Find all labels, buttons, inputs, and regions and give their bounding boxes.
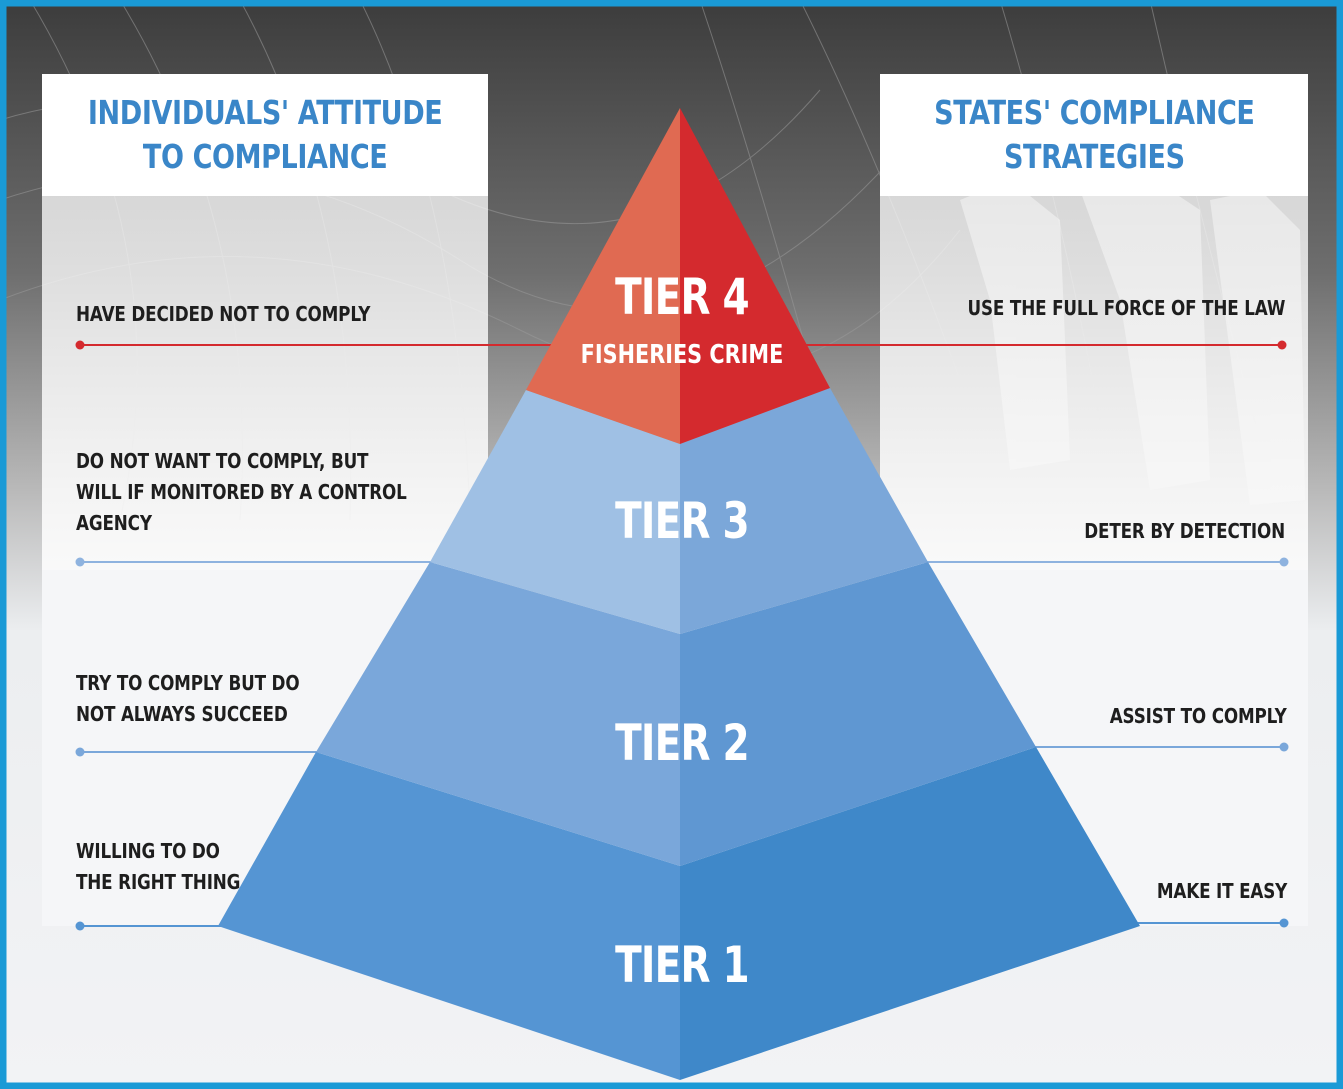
tier3-right-dot [1279,557,1289,567]
tier4-connector [75,340,1287,350]
tier2-connector [75,742,1289,757]
tier1-right-dot [1279,918,1289,928]
tier3-left-dot [75,557,85,567]
tier2-right-dot [1279,742,1289,752]
tier4-subtitle: FISHERIES CRIME [580,340,784,370]
tier4-label: TIER 4 [615,268,750,326]
tier4-attitude: HAVE DECIDED NOT TO COMPLY [76,302,371,326]
tier1-strategy: MAKE IT EASY [1156,879,1288,903]
left-panel-title: INDIVIDUALS' ATTITUDE TO COMPLIANCE [87,93,443,176]
tier4-block [526,108,830,444]
tier3-block [430,388,928,634]
tier4-right-dot [1277,340,1287,350]
tier2-left-dot [75,747,85,757]
tier2-strategy: ASSIST TO COMPLY [1110,704,1287,728]
left-panel-header: INDIVIDUALS' ATTITUDE TO COMPLIANCE [42,74,488,196]
tier2-label: TIER 2 [615,714,750,772]
tier2-block [316,562,1036,866]
tier4-left-dot [75,340,85,350]
tier1-left-dot [75,921,85,931]
tier3-strategy: DETER BY DETECTION [1084,519,1285,543]
right-panel-header: STATES' COMPLIANCE STRATEGIES [880,74,1308,196]
tier1-attitude: WILLING TO DO THE RIGHT THING [76,839,241,894]
tier3-connector [75,557,1289,567]
tier3-attitude: DO NOT WANT TO COMPLY, BUT WILL IF MONIT… [76,449,407,535]
tier2-attitude: TRY TO COMPLY BUT DO NOT ALWAYS SUCCEED [76,671,300,726]
tier3-label: TIER 3 [615,492,750,550]
tier4-strategy: USE THE FULL FORCE OF THE LAW [967,296,1285,320]
tier1-block [218,747,1140,1080]
right-panel-title: STATES' COMPLIANCE STRATEGIES [933,93,1255,176]
tier1-label: TIER 1 [615,936,750,994]
tier1-connector [75,918,1289,931]
